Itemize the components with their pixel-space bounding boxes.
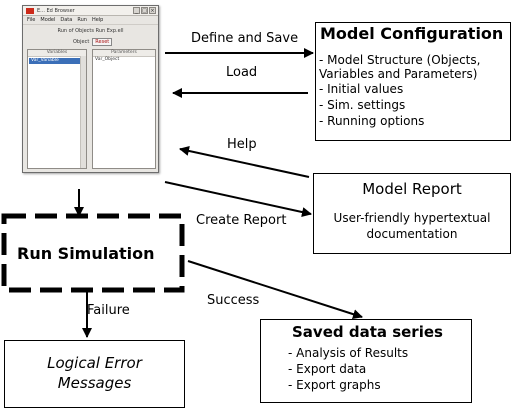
create-report-arrow [164, 181, 312, 217]
window-controls: _ □ × [133, 7, 156, 14]
error-line: Logical Error [47, 354, 142, 372]
config-line: - Running options [319, 114, 425, 128]
run-simulation-title: Run Simulation [17, 244, 155, 263]
parameters-panel: Parameters Var_Object [92, 49, 156, 169]
saved-line: - Export data [288, 362, 367, 376]
config-line: - Sim. settings [319, 98, 406, 112]
saved-line: - Analysis of Results [288, 346, 409, 360]
screenshot-titlebar: E... Ed Browser _ □ × [23, 6, 158, 16]
define-save-label: Define and Save [191, 31, 299, 46]
load-label: Load [226, 65, 258, 80]
screenshot-title: E... Ed Browser [37, 8, 75, 14]
help-arrow [179, 146, 310, 178]
app-icon [26, 8, 34, 14]
menu-model: Model [40, 17, 56, 23]
menu-file: File [27, 17, 36, 23]
failure-label: Failure [87, 303, 130, 318]
logical-error-box: Logical Error Messages [4, 340, 185, 408]
maximize-icon: □ [141, 7, 148, 14]
parameters-header: Parameters [93, 50, 155, 57]
help-label: Help [227, 137, 257, 152]
object-row: Object Reset [73, 38, 113, 46]
close-icon: × [149, 7, 156, 14]
variable-selected: Var_Variable [29, 58, 85, 64]
model-configuration-box: Model Configuration - Model Structure (O… [315, 22, 511, 141]
report-line: documentation [366, 227, 458, 241]
error-line: Messages [57, 374, 132, 392]
model-report-title: Model Report [362, 180, 462, 198]
report-line: User-friendly hypertextual [333, 211, 491, 225]
model-configuration-title: Model Configuration [320, 24, 504, 43]
saved-line: - Export graphs [288, 378, 381, 392]
object-button: Reset [92, 38, 113, 46]
menu-run: Run [77, 17, 87, 23]
config-line: - Initial values [319, 82, 404, 96]
variables-panel: Variables Var_Variable [27, 49, 87, 169]
saved-data-title: Saved data series [292, 323, 443, 341]
create-report-label: Create Report [196, 213, 287, 228]
model-browser-screenshot: E... Ed Browser _ □ × File Model Data Ru… [22, 5, 159, 173]
menu-help: Help [91, 17, 104, 23]
menu-data: Data [60, 17, 73, 23]
saved-data-box: Saved data series - Analysis of Results … [260, 319, 472, 403]
run-simulation-border [1, 213, 185, 293]
success-arrow [187, 260, 363, 320]
parameter-item: Var_Object [95, 57, 120, 62]
object-label: Object [73, 39, 90, 45]
variables-scrollbar [80, 56, 86, 168]
variables-header: Variables [28, 50, 86, 57]
config-line: - Model Structure (Objects, [319, 53, 481, 67]
screenshot-menubar: File Model Data Run Help [23, 16, 158, 25]
config-line: Variables and Parameters) [319, 67, 478, 81]
minimize-icon: _ [133, 7, 140, 14]
model-report-box: Model Report User-friendly hypertextual … [313, 173, 511, 254]
screenshot-header: Run of Objects Run Exp.ell [57, 28, 124, 34]
success-label: Success [207, 293, 260, 308]
